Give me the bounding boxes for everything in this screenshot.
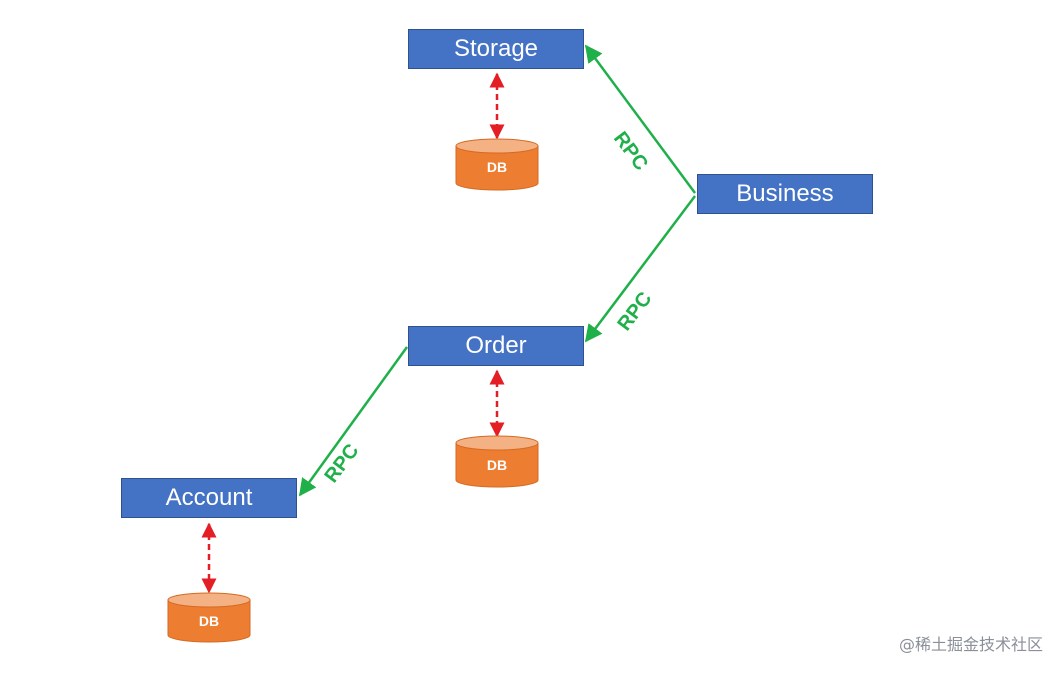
edge-order-account xyxy=(298,346,409,497)
db-cylinder-order: DB xyxy=(455,435,539,488)
watermark: @稀土掘金技术社区 xyxy=(898,635,1043,654)
node-order: Order xyxy=(408,326,584,366)
node-storage: Storage xyxy=(408,29,584,69)
db-label-storage: DB xyxy=(487,159,507,175)
db-label-account: DB xyxy=(199,613,219,629)
node-account: Account xyxy=(121,478,297,518)
rpc-label-account: RPC xyxy=(320,440,363,487)
node-business: Business xyxy=(697,174,873,214)
db-cylinder-storage: DB xyxy=(455,138,539,191)
db-cylinder-account: DB xyxy=(167,592,251,643)
db-label-order: DB xyxy=(487,457,507,473)
rpc-label-storage: RPC xyxy=(609,128,652,175)
edge-business-storage xyxy=(584,44,697,194)
edge-business-order xyxy=(584,195,696,343)
